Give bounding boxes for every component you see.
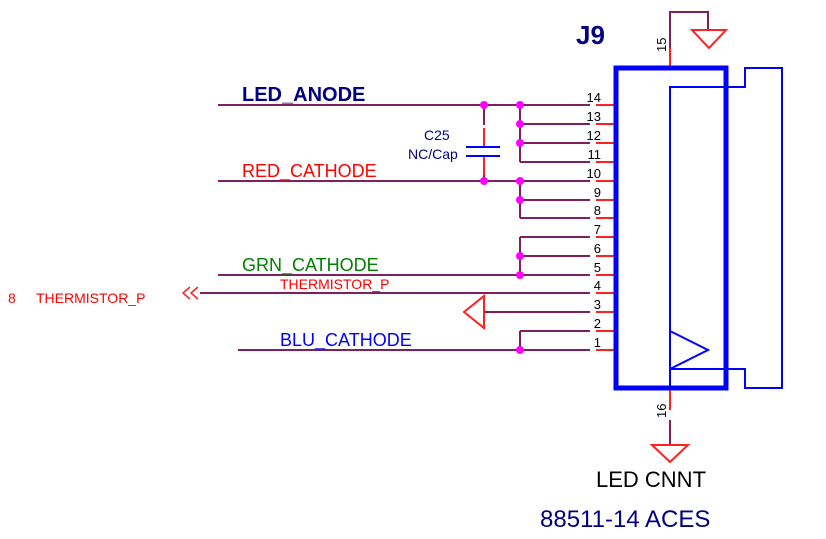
pin-number: 7 <box>594 222 601 237</box>
pin-number-top: 15 <box>654 38 669 52</box>
net-label-grn-cathode[interactable]: GRN_CATHODE <box>242 255 379 276</box>
junction-dot <box>516 252 524 260</box>
pin-number: 6 <box>594 241 601 256</box>
junction-dot <box>516 101 524 109</box>
junction-dot <box>516 196 524 204</box>
offpage-arrow-icon[interactable] <box>181 286 199 300</box>
pin-number: 2 <box>594 316 601 331</box>
part-number: 88511-14 ACES <box>540 506 710 533</box>
wires <box>200 11 709 445</box>
capacitor-symbol[interactable] <box>466 146 500 157</box>
pin-numbers: 14 13 12 11 10 9 8 7 6 5 4 3 2 1 <box>587 90 601 350</box>
pin-stubs <box>483 48 671 410</box>
capacitor-value: NC/Cap <box>408 146 458 162</box>
offpage-page-number[interactable]: 8 <box>8 290 16 306</box>
junction-dot <box>516 120 524 128</box>
junction-dot <box>516 177 524 185</box>
junction-dot <box>516 139 524 147</box>
pin-number: 4 <box>594 278 601 293</box>
net-label-red-cathode[interactable]: RED_CATHODE <box>242 161 377 182</box>
connector-name: LED CNNT <box>596 467 706 492</box>
pin-number: 1 <box>594 335 601 350</box>
offpage-label[interactable]: THERMISTOR_P <box>36 290 145 306</box>
pin-number: 5 <box>594 260 601 275</box>
pin-number: 14 <box>587 90 601 105</box>
ground-icon <box>689 29 729 50</box>
pin-number: 13 <box>587 109 601 124</box>
pin-number: 10 <box>587 166 601 181</box>
pin-number-bottom: 16 <box>654 404 669 418</box>
pin-number: 3 <box>594 297 601 312</box>
junction-dot <box>516 346 524 354</box>
pin-number: 8 <box>594 203 601 218</box>
net-label-thermistor[interactable]: THERMISTOR_P <box>280 276 389 292</box>
junctions <box>480 101 524 354</box>
junction-dot <box>480 177 488 185</box>
connector-refdes: J9 <box>576 20 605 50</box>
ground-icon <box>462 293 485 331</box>
capacitor-refdes: C25 <box>424 127 450 143</box>
junction-dot <box>480 101 488 109</box>
wire-pin15-gnd <box>669 11 709 62</box>
pin1-marker-icon <box>669 329 711 371</box>
junction-dot <box>516 271 524 279</box>
pin-number: 9 <box>594 185 601 200</box>
net-label-led-anode[interactable]: LED_ANODE <box>242 84 365 106</box>
pin-number: 11 <box>588 147 602 162</box>
pin-number: 12 <box>587 128 601 143</box>
net-label-blu-cathode[interactable]: BLU_CATHODE <box>280 330 412 351</box>
ground-icon <box>649 444 691 464</box>
connector-outline <box>669 67 783 389</box>
